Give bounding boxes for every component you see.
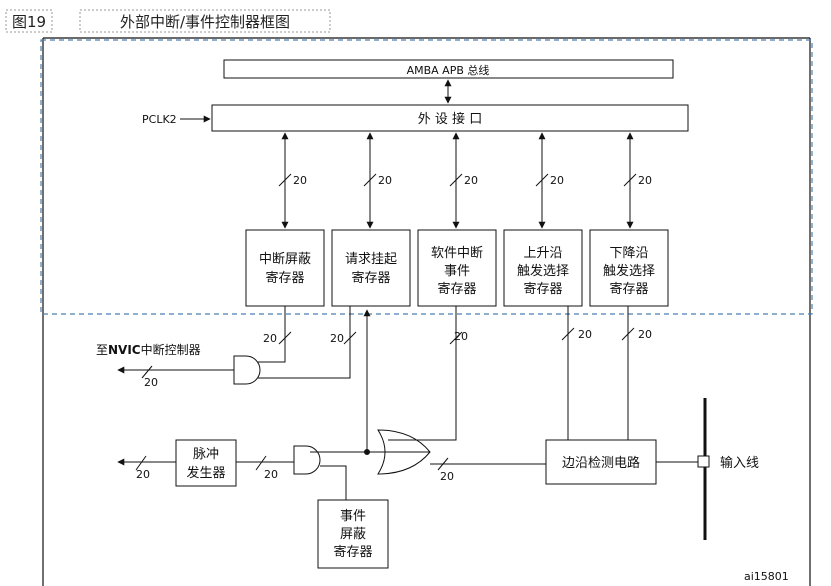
register-line: 寄存器: [523, 281, 562, 297]
register-line: 触发选择: [517, 263, 569, 279]
trigger-lines: [561, 306, 635, 440]
amba-bus-label: AMBA APB 总线: [407, 63, 490, 77]
peripheral-interface-box: [211, 104, 689, 132]
register-line: 寄存器: [437, 281, 476, 297]
figure-title: 外部中断/事件控制器框图: [120, 13, 290, 31]
register-line: 触发选择: [603, 263, 655, 279]
input-line: [656, 398, 710, 540]
bus-width-label: 20: [638, 174, 652, 187]
bus-width-label: 20: [464, 174, 478, 187]
or-inputs: [310, 306, 546, 471]
figure-number-box: [5, 9, 53, 33]
pending-feedback: [363, 309, 371, 455]
peripheral-interface-label: 外 设 接 口: [418, 111, 482, 127]
interrupt-mask-register: [245, 229, 325, 307]
register-line: 事件: [444, 264, 470, 279]
pending-request-register: [331, 229, 411, 307]
register-line: 寄存器: [351, 270, 390, 286]
rising-trigger-register: [503, 229, 583, 307]
bus-width-label: 20: [550, 174, 564, 187]
dashed-region: [40, 39, 813, 315]
register-buses: [278, 132, 637, 229]
bus-width-label: 20: [578, 328, 592, 341]
pulse-generator-line: 脉冲: [193, 447, 219, 462]
figure-number: 图19: [12, 13, 46, 31]
input-line-label: 输入线: [720, 455, 759, 471]
bus-width-label: 20: [378, 174, 392, 187]
register-line: 软件中断: [431, 246, 483, 261]
event-path: [117, 445, 347, 500]
bus-width-label: 20: [638, 328, 652, 341]
amba-bus-box: [223, 59, 674, 79]
register-line: 寄存器: [609, 281, 648, 297]
bus-width-label: 20: [144, 376, 158, 389]
figure-title-box: [79, 9, 331, 33]
bus-width-label: 20: [454, 330, 468, 343]
event-mask-line: 屏蔽: [340, 527, 366, 542]
register-line: 下降沿: [609, 246, 648, 261]
pulse-generator-box: [175, 439, 237, 487]
interrupt-path: [117, 306, 357, 385]
nvic-label: 至NVIC中断控制器: [96, 342, 201, 357]
software-interrupt-event-register: [417, 229, 497, 307]
edge-detect-box: [545, 439, 657, 485]
bus-width-label: 20: [440, 470, 454, 483]
pclk2-label: PCLK2: [142, 113, 177, 126]
register-line: 寄存器: [265, 270, 304, 286]
bus-width-label: 20: [330, 332, 344, 345]
register-line: 上升沿: [523, 246, 562, 261]
event-mask-line: 寄存器: [333, 544, 372, 560]
bus-width-label: 20: [293, 174, 307, 187]
event-mask-register: [317, 499, 389, 569]
register-line: 请求挂起: [345, 252, 397, 267]
event-mask-line: 事件: [340, 509, 366, 524]
bus-width-label: 20: [263, 332, 277, 345]
bus-width-label: 20: [264, 468, 278, 481]
bus-width-label: 20: [136, 468, 150, 481]
falling-trigger-register: [589, 229, 669, 307]
register-line: 中断屏蔽: [259, 252, 311, 267]
figure-id: ai15801: [744, 570, 789, 583]
edge-detect-label: 边沿检测电路: [562, 455, 640, 471]
pulse-generator-line: 发生器: [186, 465, 225, 481]
